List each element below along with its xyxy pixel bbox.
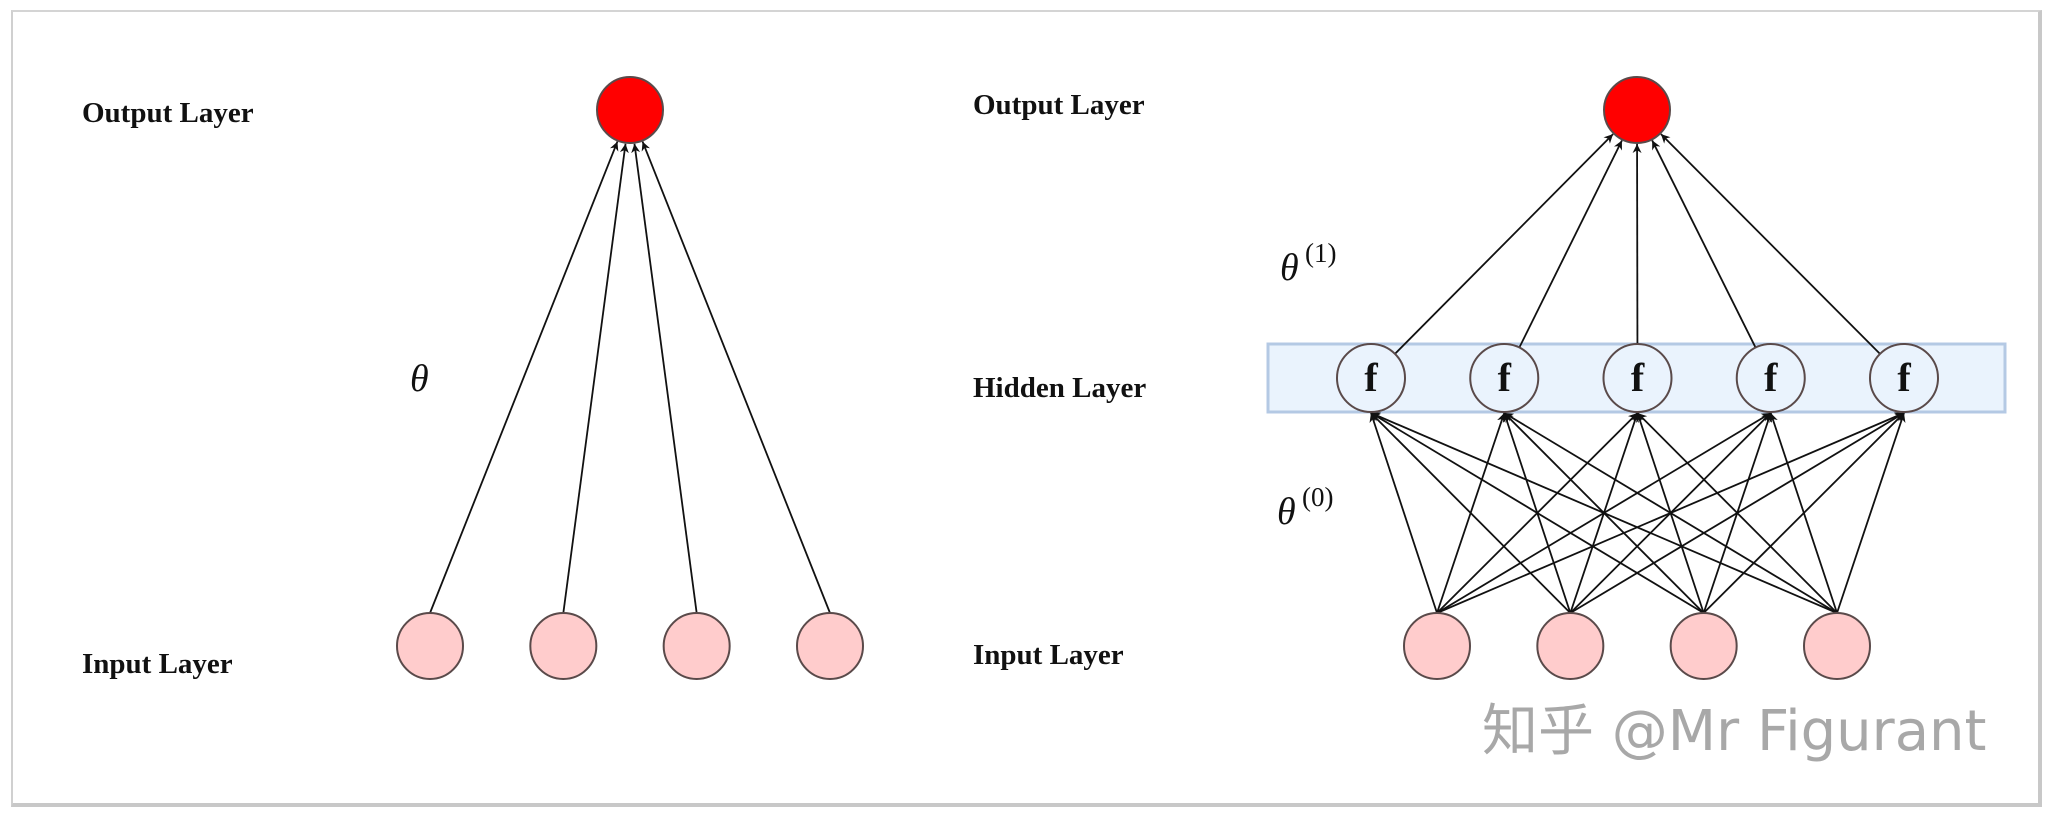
right-edge-hidden-4-to-output: [1651, 140, 1757, 348]
right-edge-input-4-to-hidden-1: [1370, 412, 1838, 614]
right-input-layer-label: Input Layer: [973, 639, 1124, 671]
theta-0-base: θ: [1277, 491, 1296, 533]
right-edge-input-3-to-hidden-1: [1370, 412, 1705, 614]
right-output-layer-label: Output Layer: [973, 89, 1145, 121]
hidden-node-5-label: f: [1897, 355, 1911, 400]
left-edge-input-3-to-output: [631, 143, 698, 614]
right-input-node-4: [1803, 612, 1871, 680]
right-hidden-layer-label: Hidden Layer: [973, 372, 1146, 404]
hidden-node-4: [1735, 343, 1806, 413]
left-output-layer-label: Output Layer: [82, 97, 254, 129]
right-edge-input-4-to-hidden-3: [1636, 412, 1838, 614]
hidden-node-1-label: f: [1364, 355, 1378, 400]
left-edge-input-2-to-output: [562, 143, 629, 614]
right-input-node-3: [1669, 612, 1738, 680]
left-input-node-4: [796, 612, 864, 680]
hidden-node-3: [1602, 343, 1673, 413]
hidden-node-3-label: f: [1631, 355, 1645, 400]
left-input-node-3: [662, 612, 731, 680]
right-input-node-2: [1536, 612, 1605, 680]
theta-1-base: θ: [1280, 247, 1299, 289]
left-output-node: [596, 76, 664, 144]
right-output-node: [1603, 76, 1671, 144]
right-edge-hidden-5-to-output: [1660, 133, 1881, 355]
right-edge-hidden-2-to-output: [1518, 140, 1623, 348]
left-theta-label: θ: [410, 358, 429, 400]
right-edge-input-4-to-hidden-2: [1503, 412, 1838, 614]
left-input-node-1: [396, 612, 464, 680]
theta-0-superscript: (0): [1302, 482, 1333, 512]
hidden-node-2-label: f: [1498, 355, 1512, 400]
hidden-node-4-label: f: [1764, 355, 1778, 400]
theta-1-superscript: (1): [1305, 238, 1336, 268]
left-edge-input-4-to-output: [641, 141, 831, 614]
theta-1-label: θ (1): [1280, 238, 1336, 289]
watermark: 知乎 @Mr Figurant: [1482, 699, 1986, 764]
left-edge-input-1-to-output: [429, 141, 619, 614]
right-edge-input-4-to-hidden-4: [1769, 412, 1838, 614]
right-edge-input-2-to-hidden-1: [1370, 412, 1571, 614]
right-input-node-1: [1403, 612, 1471, 680]
right-edge-input-1-to-hidden-1: [1369, 412, 1438, 614]
theta-0-label: θ (0): [1277, 482, 1333, 533]
right-edge-hidden-1-to-output: [1394, 133, 1614, 355]
left-input-layer-label: Input Layer: [82, 648, 233, 680]
right-edge-input-4-to-hidden-5: [1836, 412, 1906, 614]
hidden-node-2: [1469, 343, 1540, 413]
hidden-node-1: [1336, 343, 1406, 413]
left-input-node-2: [529, 612, 598, 680]
edges: [429, 133, 1906, 614]
hidden-node-5: [1869, 343, 1939, 413]
